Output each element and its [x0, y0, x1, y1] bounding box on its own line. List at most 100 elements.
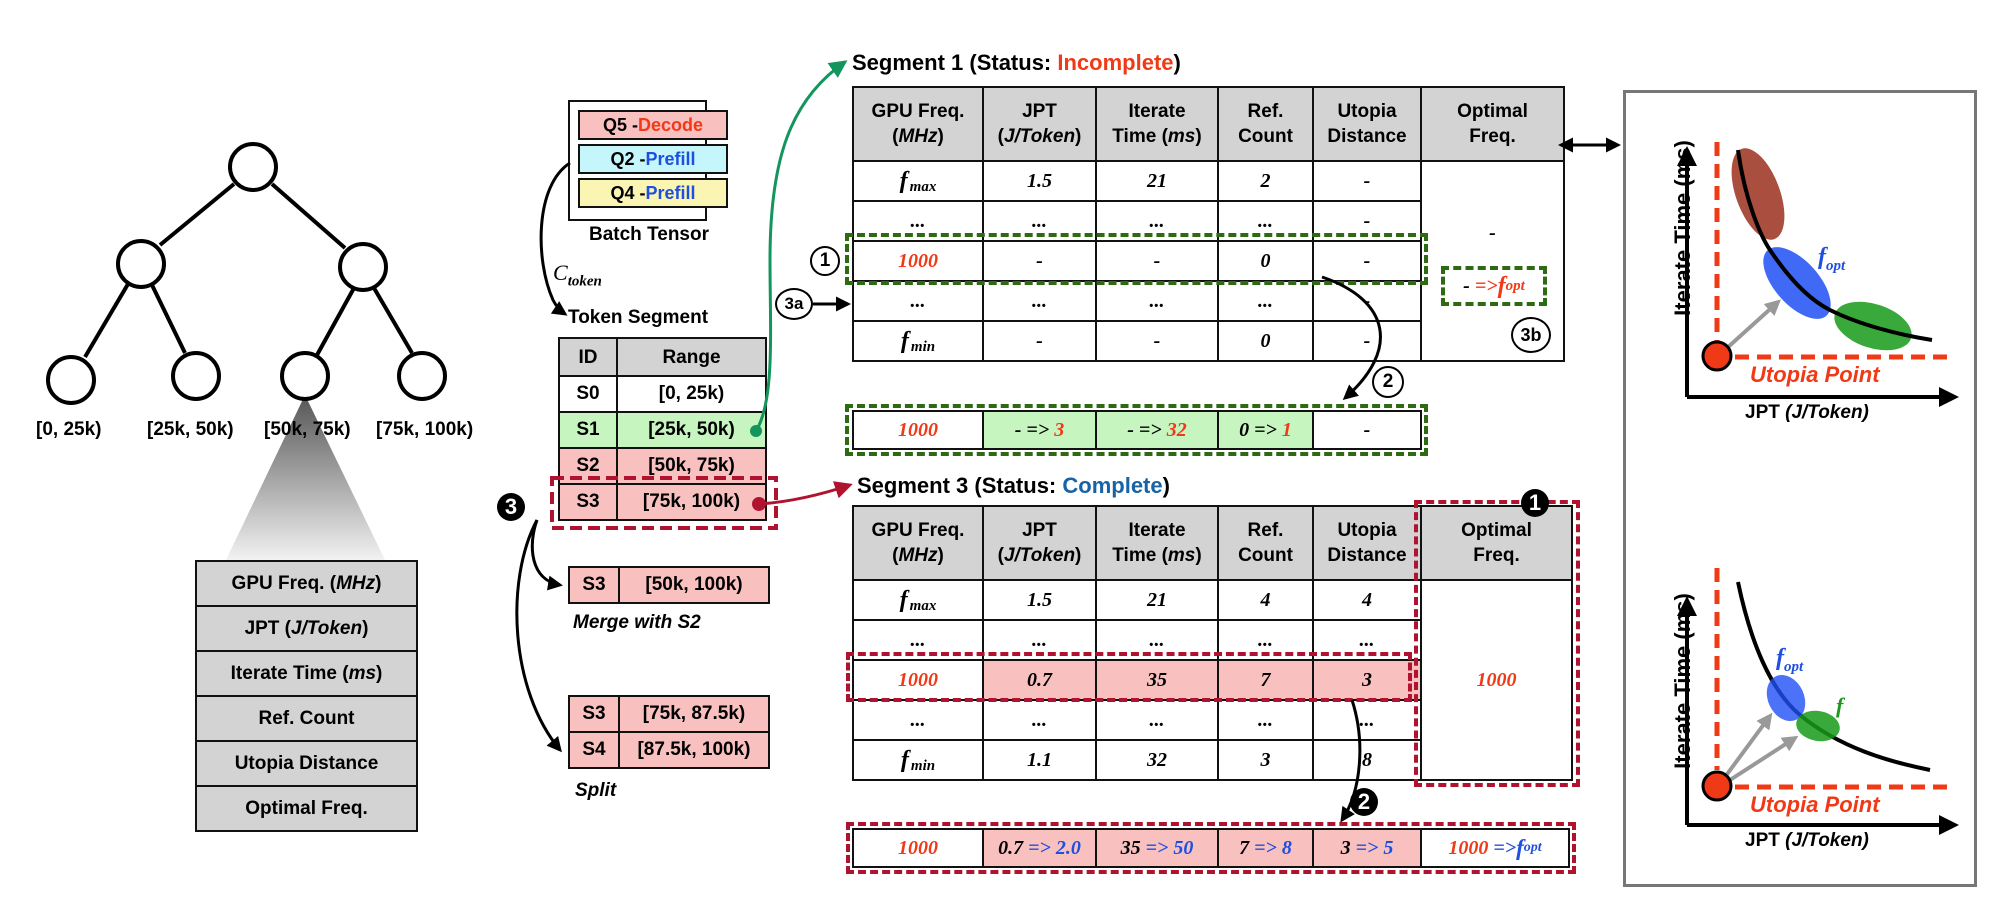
- update-row-highlight: [845, 404, 1428, 456]
- segment-range[interactable]: [0, 25k): [616, 375, 767, 413]
- table-cell: 32: [1095, 739, 1219, 781]
- table-cell: ...: [1312, 699, 1422, 741]
- tree-leaf: [171, 351, 221, 401]
- plot2-ylabel: Iterate Time (ms): [1670, 593, 1695, 769]
- column-header-gpu-freq: GPU Freq.(MHz): [852, 505, 984, 581]
- table-cell: ...: [1217, 280, 1314, 322]
- table-cell: -: [1312, 280, 1422, 322]
- node-field: Optimal Freq.: [195, 785, 418, 832]
- table-cell: 1.5: [982, 579, 1097, 621]
- tree-edge: [315, 287, 356, 356]
- table-cell: 1000: [852, 240, 984, 282]
- split-segment-range: [75k, 87.5k): [618, 695, 770, 733]
- column-header-gpu-freq: GPU Freq.(MHz): [852, 86, 984, 162]
- step-1-badge: 1: [1521, 489, 1549, 517]
- node-field: Iterate Time (ms): [195, 650, 418, 697]
- tree-edge: [150, 284, 187, 354]
- update-iterate-time: - => 32: [1095, 410, 1219, 450]
- update-ref-count: 0 => 1: [1217, 410, 1314, 450]
- plot1-ylabel: Iterate Time (ms): [1670, 140, 1695, 316]
- plot2-fopt-label: fopt: [1776, 645, 1804, 675]
- segment-id[interactable]: S0: [558, 375, 618, 413]
- segment3-title: Segment 3 (Status: Complete): [857, 473, 1170, 498]
- tree-node: [338, 242, 388, 292]
- table-cell: 8: [1312, 739, 1422, 781]
- batch-item-q5: Q5 - Decode: [578, 110, 728, 140]
- table-cell: ...: [982, 280, 1097, 322]
- update-jpt: - => 3: [982, 410, 1097, 450]
- split-segment-range: [87.5k, 100k): [618, 731, 770, 769]
- leaf-range-label: [25k, 50k): [147, 419, 234, 440]
- segment-range[interactable]: [25k, 50k): [616, 411, 767, 449]
- s3-to-segment3-arrow: [758, 481, 853, 506]
- update-utopia-distance: 3 => 5: [1312, 828, 1422, 868]
- table-cell: ...: [1095, 699, 1219, 741]
- tree-edge: [83, 282, 130, 359]
- plot2-xlabel: JPT (J/Token): [1745, 830, 1869, 851]
- c-token-arrow: [539, 161, 571, 316]
- table-cell: 1000: [852, 659, 984, 701]
- optimal-freq-cell: -: [1420, 160, 1565, 362]
- column-header-jpt: JPT(J/Token): [982, 86, 1097, 162]
- table-cell: ...: [982, 699, 1097, 741]
- update-iterate-time: 35 => 50: [1095, 828, 1219, 868]
- column-header-ref-count: Ref.Count: [1217, 86, 1314, 162]
- table-cell: -: [1095, 240, 1219, 282]
- table-cell: -: [1312, 160, 1422, 202]
- tree-leaf: [280, 351, 330, 401]
- tree-edge: [270, 182, 347, 250]
- column-header-ref-count: Ref.Count: [1217, 505, 1314, 581]
- table-cell: 3: [1217, 739, 1314, 781]
- segment-range[interactable]: [75k, 100k): [616, 483, 767, 521]
- plot1-fopt-label: fopt: [1818, 244, 1846, 274]
- step-3a-badge: 3a: [775, 288, 813, 320]
- update-jpt: 0.7 => 2.0: [982, 828, 1097, 868]
- table-cell: 4: [1217, 579, 1314, 621]
- leaf-range-label: [50k, 75k): [264, 419, 351, 440]
- split-caption: Split: [575, 780, 617, 801]
- segment-range[interactable]: [50k, 75k): [616, 447, 767, 485]
- node-field: GPU Freq. (MHz): [195, 560, 418, 607]
- table-cell: 1.1: [982, 739, 1097, 781]
- step-3b-badge: 3b: [1511, 317, 1551, 353]
- merge-segment-id: S3: [568, 566, 620, 604]
- tree-leaf: [46, 355, 96, 405]
- update-ref-count: 7 => 8: [1217, 828, 1314, 868]
- tree-edge: [372, 286, 414, 355]
- table-cell: 1.5: [982, 160, 1097, 202]
- segment1-title: Segment 1 (Status: Incomplete): [852, 50, 1181, 75]
- split-segment-id: S4: [568, 731, 620, 769]
- node-field: Utopia Distance: [195, 740, 418, 787]
- segment-id[interactable]: S2: [558, 447, 618, 485]
- segment-id[interactable]: S1: [558, 411, 618, 449]
- plot1-xlabel: JPT (J/Token): [1745, 402, 1869, 423]
- table-cell: 21: [1095, 160, 1219, 202]
- split-segment-id: S3: [568, 695, 620, 733]
- token-segment-title: Token Segment: [568, 307, 709, 328]
- update-utopia-distance: -: [1312, 410, 1422, 450]
- tree-node: [116, 239, 166, 289]
- selected-row-highlight: [845, 233, 1428, 285]
- segment-id[interactable]: S3: [558, 483, 618, 521]
- split-arrow: [515, 519, 562, 753]
- table-cell: -: [1312, 240, 1422, 282]
- selected-row-highlight: [846, 652, 1412, 702]
- table-cell: 21: [1095, 579, 1219, 621]
- batch-item-q4: Q4 - Prefill: [578, 178, 728, 208]
- table-cell: -: [982, 320, 1097, 362]
- node-field: JPT (J/Token): [195, 605, 418, 652]
- table-cell: 0: [1217, 320, 1314, 362]
- optimal-column-highlight: [1414, 500, 1580, 787]
- merge-arrow: [530, 519, 563, 591]
- step-2-badge: 2: [1350, 788, 1378, 816]
- node-field: Ref. Count: [195, 695, 418, 742]
